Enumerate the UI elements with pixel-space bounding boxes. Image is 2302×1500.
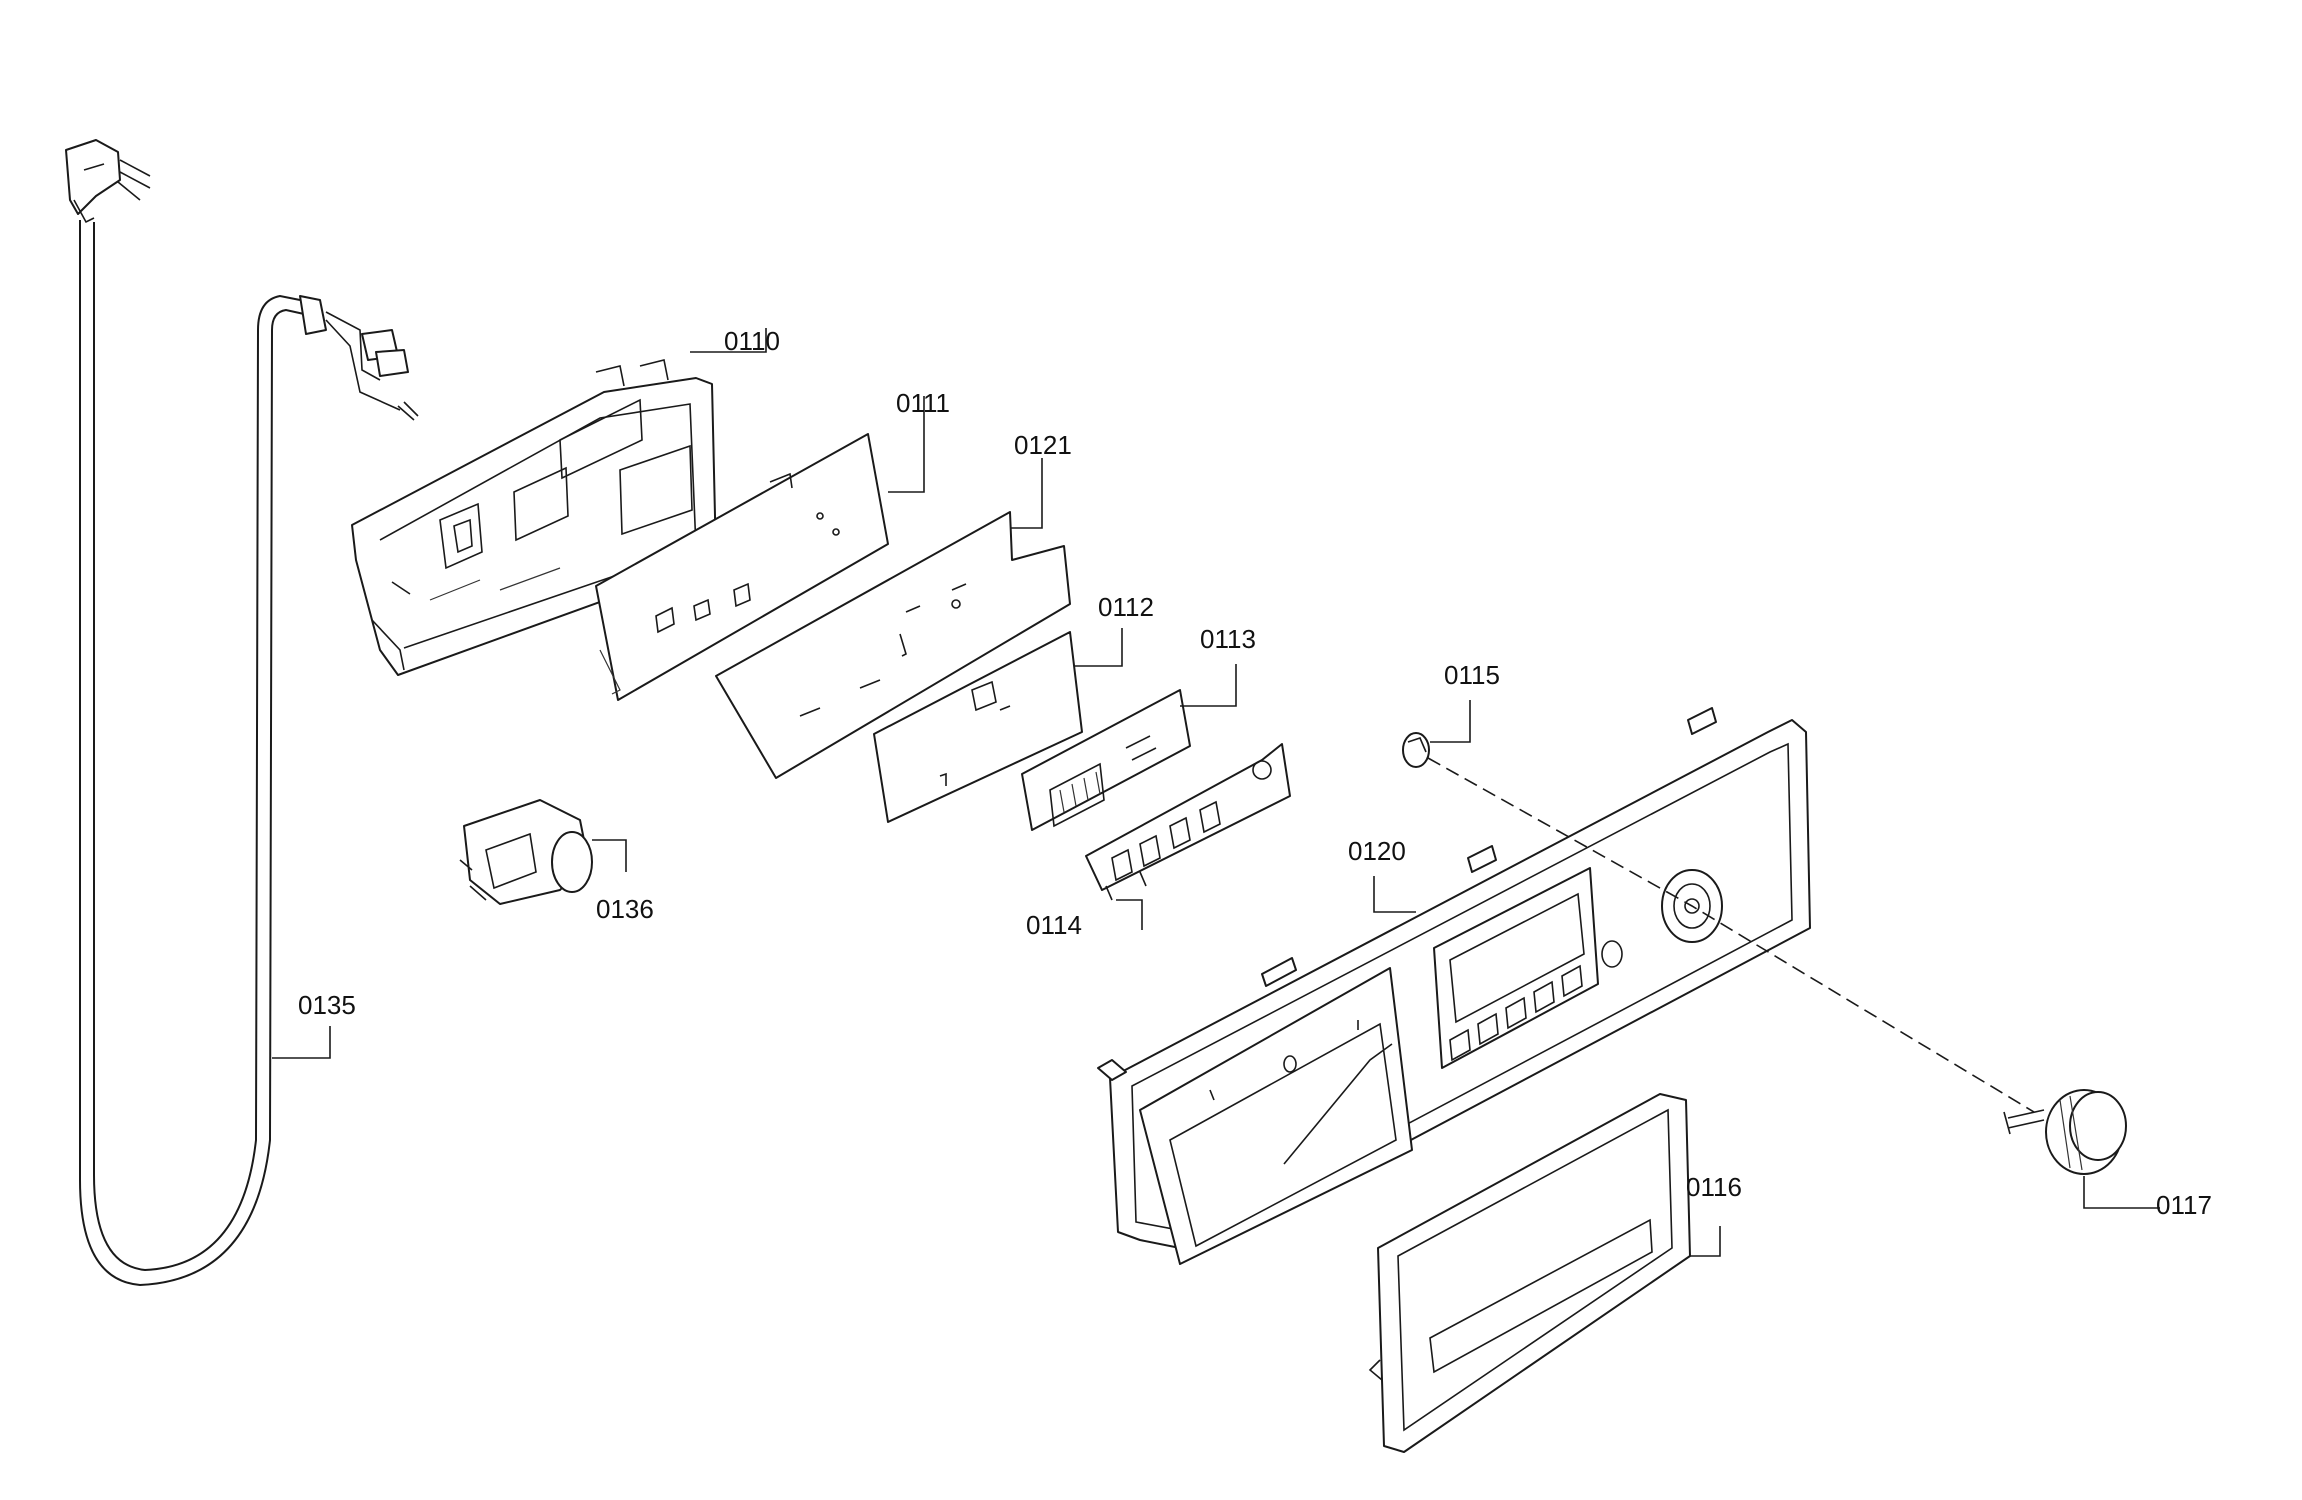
- part-labels: 0110 0111 0121 0112 0113 0115 0120 0136 …: [298, 326, 2212, 1220]
- interference-suppressor: [459, 799, 593, 905]
- label-0113: 0113: [1200, 624, 1256, 654]
- control-module-housing: [351, 359, 717, 676]
- label-0115: 0115: [1444, 660, 1500, 690]
- label-0114: 0114: [1026, 910, 1082, 940]
- leader-lines: [272, 328, 2160, 1257]
- fascia-panel: [1097, 707, 1811, 1265]
- display-pcb: [873, 631, 1083, 823]
- assembly-axis: [1427, 757, 2035, 1113]
- label-0112: 0112: [1098, 592, 1154, 622]
- key-carrier-upper: [1021, 689, 1191, 831]
- label-0110: 0110: [724, 326, 780, 356]
- label-0120: 0120: [1348, 836, 1406, 866]
- main-pcb: [595, 433, 889, 701]
- label-0111: 0111: [896, 388, 950, 418]
- label-0116: 0116: [1686, 1172, 1742, 1202]
- drawer-handle: [1368, 1093, 1691, 1453]
- label-0135: 0135: [298, 990, 356, 1020]
- power-cord: [65, 139, 419, 1287]
- program-knob: [2003, 1089, 2127, 1175]
- dial-adapter: [1402, 732, 1430, 768]
- key-carrier-lower: [1085, 743, 1291, 901]
- label-0117: 0117: [2156, 1190, 2212, 1220]
- label-0136: 0136: [596, 894, 654, 924]
- label-0121: 0121: [1014, 430, 1072, 460]
- insulation-foil: [715, 511, 1071, 779]
